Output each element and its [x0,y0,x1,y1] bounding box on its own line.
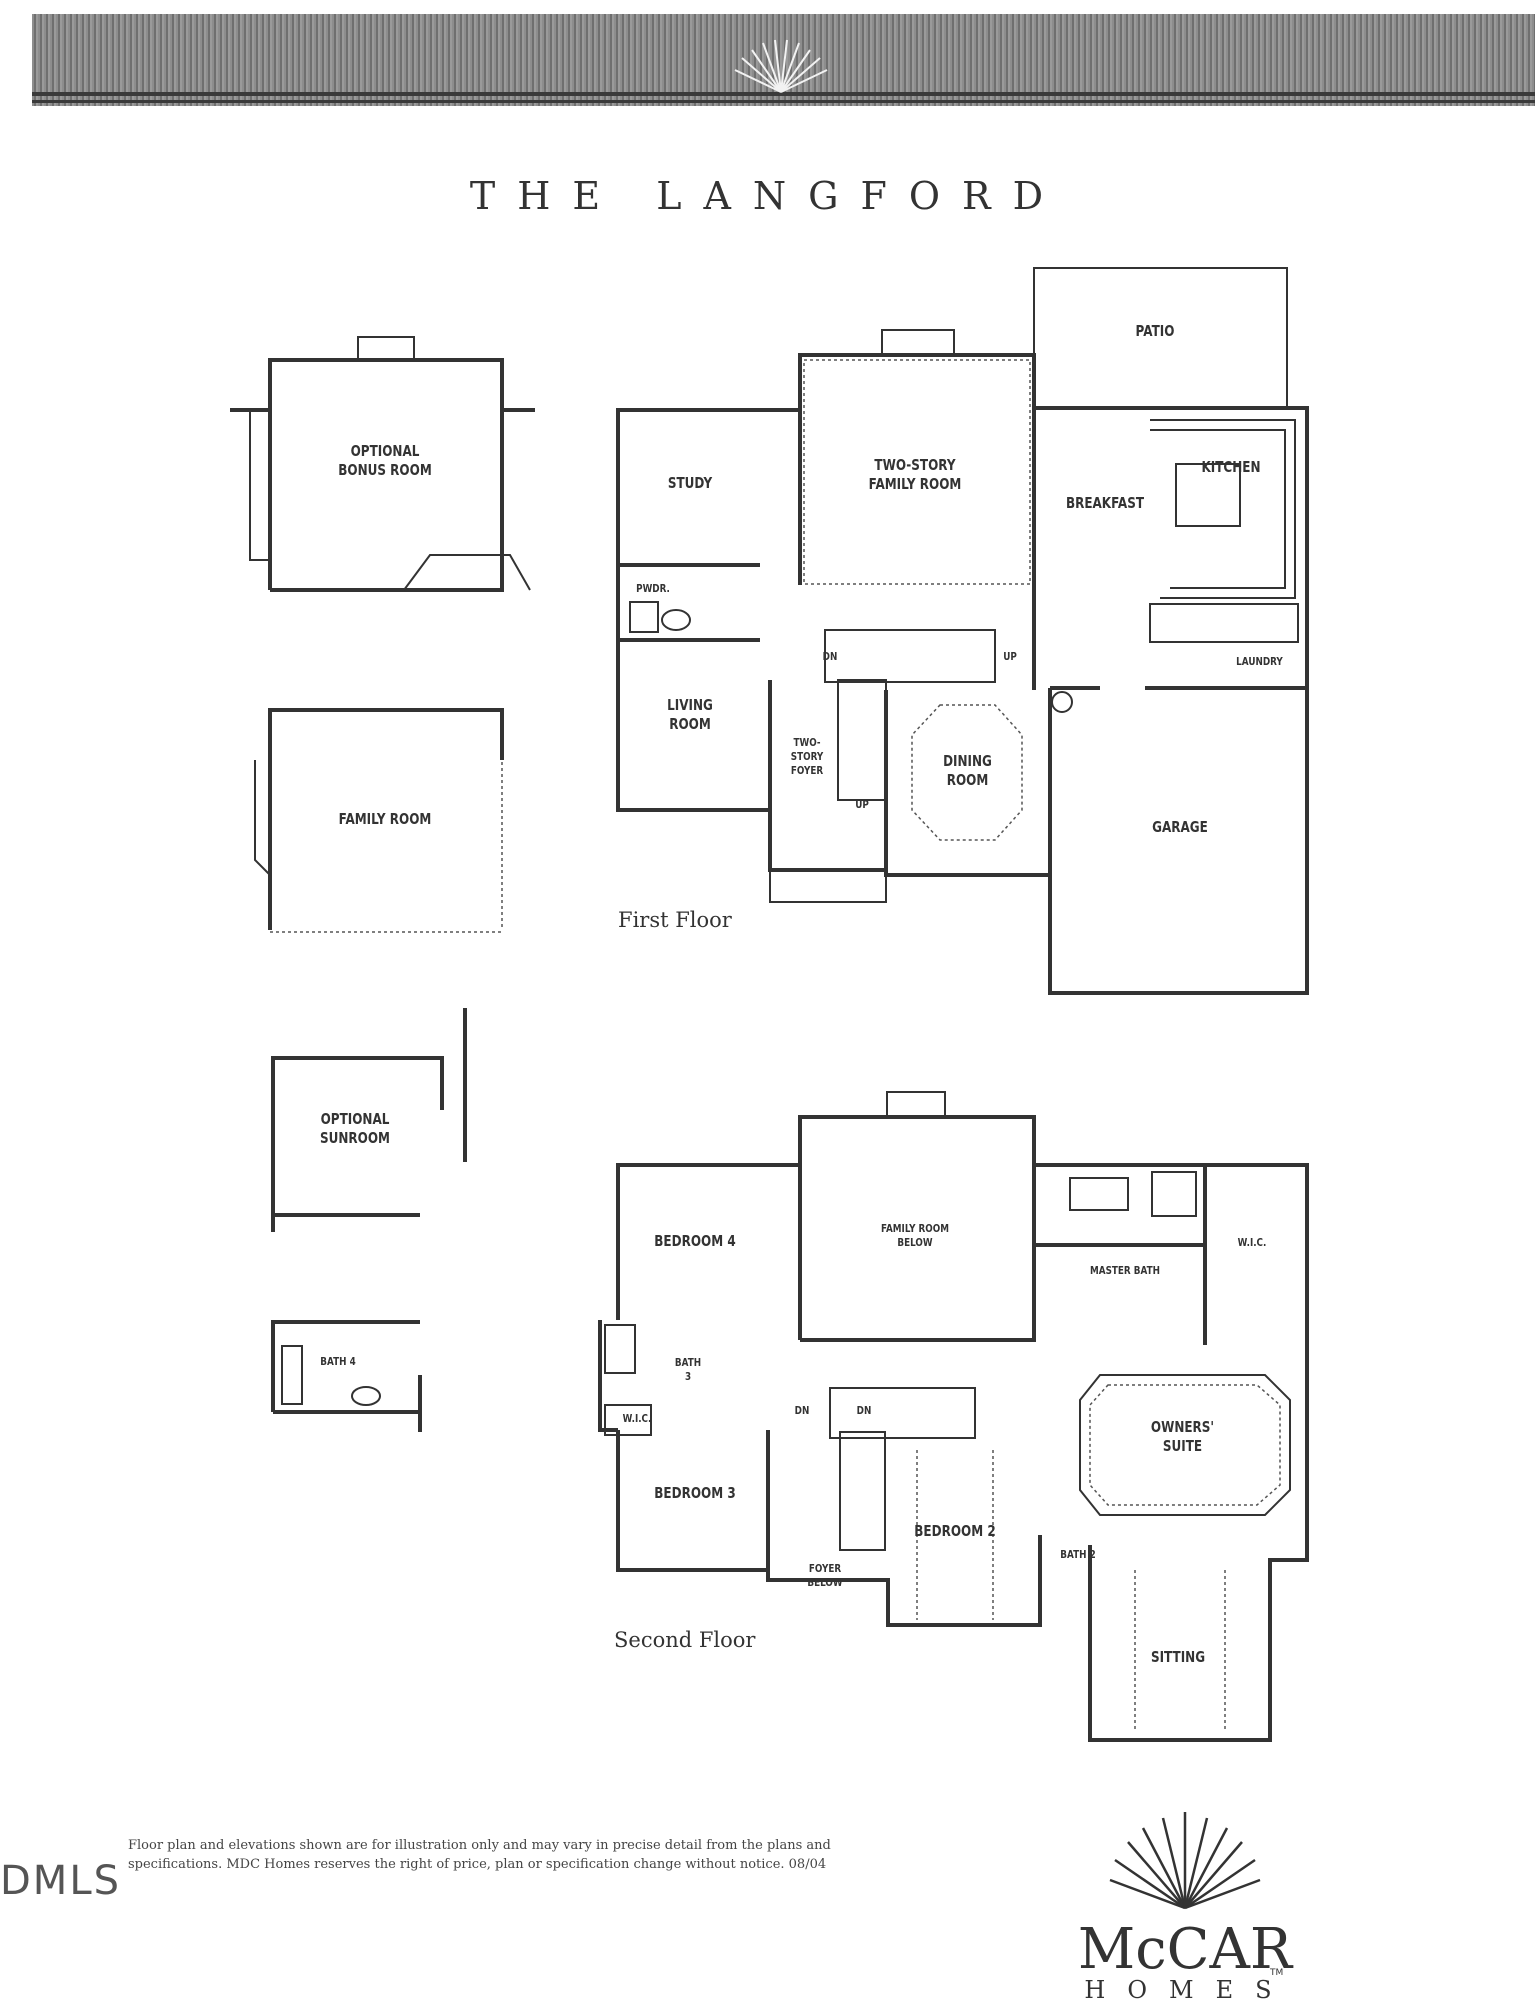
options-walls [230,336,535,1432]
room-dining-room: DINING ROOM [943,752,992,789]
room-bedroom-4: BEDROOM 4 [654,1232,736,1250]
first-floor-caption: First Floor [618,908,732,932]
room-family-room-below: FAMILY ROOM BELOW [880,1222,949,1249]
option-sunroom: OPTIONAL SUNROOM [319,1110,391,1147]
room-bedroom-3: BEDROOM 3 [654,1484,736,1502]
room-wic-bed3: W.I.C. [622,1412,652,1425]
room-bath-2: BATH 2 [1060,1548,1096,1561]
disclaimer-text: Floor plan and elevations shown are for … [128,1838,831,1872]
room-wic-master: W.I.C. [1237,1236,1267,1249]
brand-logo-name: McCAR [1077,1917,1293,1982]
brand-logo-sub: HOMES [1084,1976,1294,2004]
room-sitting: SITTING [1150,1648,1206,1666]
room-bedroom-2: BEDROOM 2 [914,1522,996,1540]
banner-sunburst-icon [734,39,828,93]
room-master-bath: MASTER BATH [1090,1264,1160,1277]
brand-logo-mark: TM [1270,1968,1284,1978]
option-family-room: FAMILY ROOM [338,810,432,828]
room-owners-suite: OWNERS' SUITE [1150,1418,1215,1455]
header-rule-2 [32,100,1535,103]
room-living-room: LIVING ROOM [667,696,713,733]
room-family-room: TWO-STORY FAMILY ROOM [868,456,962,493]
room-study: STUDY [667,474,713,492]
room-foyer-below: FOYER BELOW [807,1562,843,1589]
option-bonus-room: OPTIONAL BONUS ROOM [338,442,432,479]
logo-sunburst-icon [1109,1812,1261,1910]
header-rule-1 [32,92,1535,96]
room-breakfast: BREAKFAST [1065,494,1145,512]
mls-watermark: DMLS [0,1858,121,1904]
room-kitchen: KITCHEN [1201,458,1261,476]
foyer-up-label: UP [855,798,869,811]
stair-up-label: UP [1003,650,1017,663]
stair-down-label: DN [822,650,838,663]
second-floor-caption: Second Floor [614,1628,756,1652]
stair-dn-label-1: DN [794,1404,810,1417]
plan-title: THE LANGFORD [469,174,1066,218]
room-patio: PATIO [1135,322,1175,340]
stair-dn-label-2: DN [856,1404,872,1417]
room-powder: PWDR. [636,582,670,595]
room-bath-3: BATH 3 [674,1356,702,1383]
second-floor-walls [598,1091,1309,1742]
room-garage: GARAGE [1152,818,1208,836]
room-foyer: TWO- STORY FOYER [790,736,824,777]
option-bath-4: BATH 4 [320,1355,356,1368]
room-laundry: LAUNDRY [1236,655,1283,668]
first-floor-walls [616,267,1309,995]
